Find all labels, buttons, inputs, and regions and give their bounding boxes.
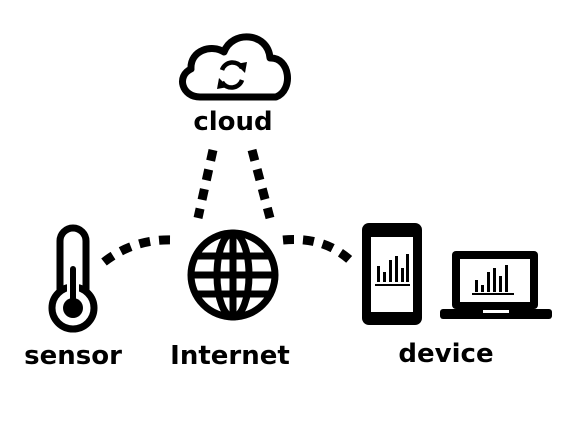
connectors xyxy=(101,148,356,266)
cloud-label: cloud xyxy=(193,107,272,137)
device-label: device xyxy=(398,339,493,369)
internet-label: Internet xyxy=(170,341,290,371)
sensor-label: sensor xyxy=(24,341,122,371)
thermometer-icon xyxy=(48,224,98,333)
connector-cloud-internet-right xyxy=(247,148,275,220)
connector-sensor-internet xyxy=(101,235,176,266)
laptop-chart-icon xyxy=(440,251,552,319)
connector-internet-device xyxy=(282,234,356,266)
globe-icon xyxy=(187,229,279,321)
cloud-sync-icon xyxy=(179,33,291,101)
connector-cloud-internet-left xyxy=(193,149,218,219)
smartphone-chart-icon xyxy=(362,223,422,325)
